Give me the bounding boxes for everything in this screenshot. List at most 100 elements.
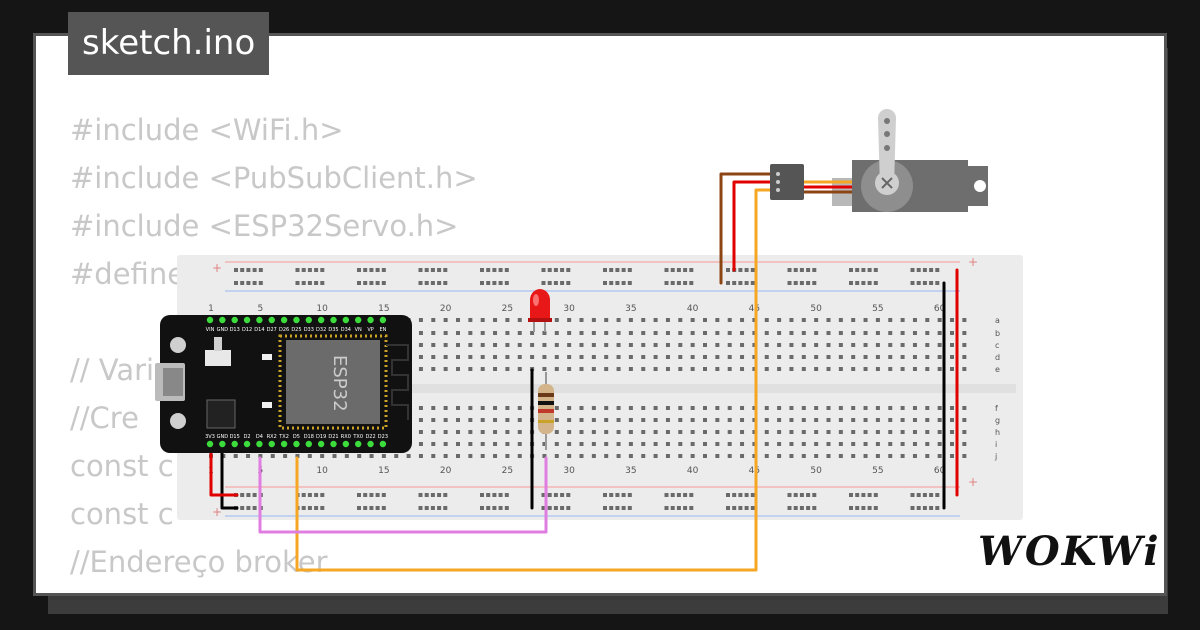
hole	[456, 331, 460, 335]
hole	[443, 367, 448, 371]
hole	[678, 318, 683, 322]
rail-hole	[480, 268, 484, 272]
rail-hole	[726, 268, 730, 272]
hole	[863, 406, 868, 410]
usb-port-inner	[163, 368, 183, 396]
rail-hole	[806, 281, 811, 285]
row-label: h	[995, 428, 1000, 437]
rail-hole	[621, 493, 626, 497]
hole	[369, 454, 374, 458]
hole	[826, 418, 831, 422]
rail-hole	[363, 281, 368, 285]
hole	[715, 406, 720, 410]
hole	[678, 355, 683, 359]
hole	[764, 367, 769, 371]
esp32-pin-bottom	[330, 440, 337, 448]
code-line: #include <WiFi.h>	[70, 113, 344, 147]
hole	[912, 454, 917, 458]
esp32-pin-label-top: D26	[279, 327, 289, 333]
esp32-pin-label-bottom: GND	[217, 434, 229, 440]
rail-hole	[916, 268, 921, 272]
hole	[838, 331, 843, 335]
file-tab[interactable]: sketch.ino	[68, 12, 270, 75]
rail-hole	[916, 506, 921, 510]
hole	[493, 318, 498, 322]
rail-hole	[369, 506, 374, 510]
hole	[246, 454, 251, 458]
rail-hole	[849, 268, 853, 272]
hole	[517, 331, 522, 335]
hole	[517, 430, 522, 434]
esp32-pin-bottom	[305, 440, 312, 448]
hole	[801, 418, 806, 422]
esp32-pin-label-bottom: D5	[293, 434, 300, 440]
esp32-pin-top	[219, 316, 226, 324]
row-label: f	[995, 404, 998, 413]
esp32-pin-top	[355, 316, 362, 324]
rail-hole	[664, 493, 669, 497]
esp32-pin-bottom	[280, 440, 288, 448]
hole	[628, 331, 633, 335]
hole	[851, 355, 856, 359]
hole	[752, 430, 757, 434]
hole	[616, 430, 621, 434]
regulator-tab	[214, 337, 222, 351]
rail-hole	[855, 281, 860, 285]
hole	[826, 442, 831, 446]
code-line: #include <ESP32Servo.h>	[70, 209, 459, 243]
column-label-top: 55	[872, 304, 883, 314]
hole	[554, 355, 559, 359]
hole	[826, 331, 831, 335]
hole	[789, 454, 794, 458]
hole	[715, 343, 720, 347]
hole	[962, 343, 967, 347]
hole	[418, 454, 423, 458]
hole	[554, 454, 559, 458]
hole	[493, 355, 498, 359]
hole	[418, 343, 423, 347]
hole	[912, 318, 917, 322]
hole	[912, 355, 917, 359]
hole	[740, 454, 745, 458]
rail-hole	[855, 268, 860, 272]
reset-button[interactable]	[170, 413, 186, 429]
esp32-pin-bottom	[342, 440, 350, 448]
hole	[826, 355, 831, 359]
hole	[270, 454, 275, 458]
hole	[406, 454, 411, 458]
rail-hole	[252, 268, 257, 272]
resistor[interactable]	[538, 372, 554, 450]
esp32-pin-label-bottom: 3V3	[205, 434, 215, 440]
hole	[604, 355, 609, 359]
boot-button[interactable]	[170, 337, 186, 353]
esp32-pin-label-bottom: D4	[256, 434, 263, 440]
rail-hole	[295, 268, 300, 272]
hole	[431, 355, 436, 359]
servo-motor[interactable]	[770, 109, 988, 212]
hole	[295, 454, 300, 458]
hole	[740, 442, 745, 446]
hole	[703, 406, 707, 410]
esp32-pin-label-top: VN	[355, 327, 362, 333]
rail-hole	[258, 268, 263, 272]
hole	[740, 418, 745, 422]
hole	[727, 442, 732, 446]
rail-hole	[553, 281, 558, 285]
hole	[925, 331, 930, 335]
hole	[851, 418, 856, 422]
led-red[interactable]	[528, 289, 552, 332]
hole	[900, 418, 905, 422]
hole	[591, 418, 596, 422]
hole	[616, 406, 621, 410]
hole	[789, 318, 794, 322]
rail-hole	[787, 281, 792, 285]
servo-connector	[770, 164, 804, 200]
esp32-pin-top	[206, 316, 214, 324]
hole	[875, 367, 880, 371]
rail-hole	[381, 493, 386, 497]
esp32-pin-label-top: D34	[341, 327, 351, 333]
hole	[456, 430, 460, 434]
hole	[579, 406, 584, 410]
